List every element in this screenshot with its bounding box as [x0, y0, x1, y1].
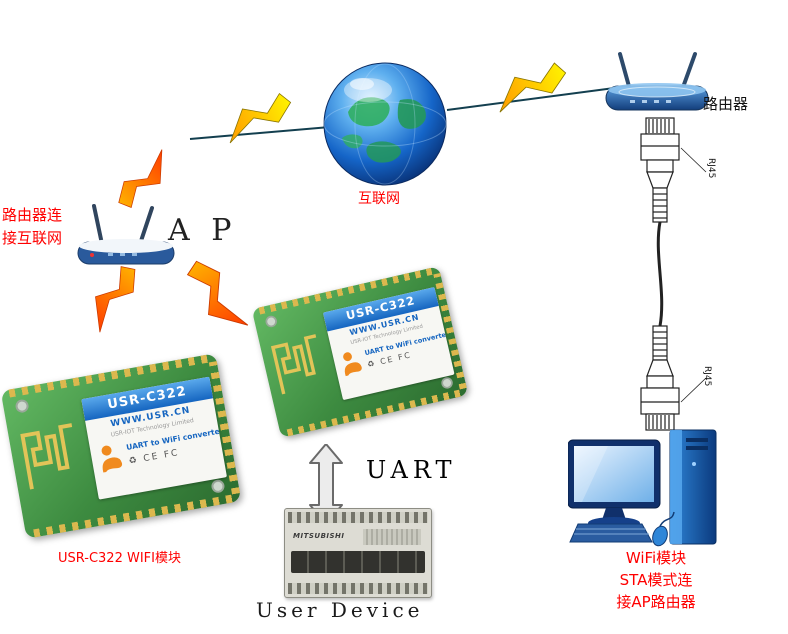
- module-pcb: USR-C322 WWW.USR.CN USR-IOT Technology L…: [0, 353, 242, 539]
- plc-vents: [363, 529, 421, 545]
- pcb-hole: [210, 478, 226, 494]
- module-caption: USR-C322 WIFI模块: [58, 551, 181, 566]
- pc-note-line1: WiFi模块: [625, 549, 687, 567]
- link-line-globe-router: [446, 86, 623, 111]
- uart-arrow-icon: [306, 444, 346, 524]
- router-icon: [600, 46, 715, 118]
- router-label: 路由器: [703, 95, 749, 113]
- module-pcb: USR-C322 WWW.USR.CN USR-IOT Technology L…: [251, 266, 469, 438]
- pcb-hole: [440, 376, 454, 390]
- plc-brand: MITSUBISHI: [293, 532, 345, 540]
- pc-note-line2: STA模式连: [619, 570, 693, 589]
- ap-note: 路由器连 接互联网: [2, 204, 72, 249]
- pcb-castellation-bottom: [33, 494, 234, 538]
- internet-label: 互联网: [358, 191, 400, 207]
- computer-icon: [568, 424, 733, 554]
- pcb-hole: [264, 314, 279, 329]
- internet-globe-icon: [320, 60, 450, 190]
- link-line-globe-left: [189, 126, 331, 140]
- ap-note-line1: 路由器连: [2, 206, 63, 224]
- module-label: USR-C322 WWW.USR.CN USR-IOT Technology L…: [322, 286, 455, 401]
- wifi-module-2: USR-C322 WWW.USR.CN USR-IOT Technology L…: [251, 266, 469, 438]
- user-device-plc-icon: MITSUBISHI: [284, 508, 432, 598]
- pcb-castellation-bottom: [286, 389, 462, 437]
- wifi-module-1: USR-C322 WWW.USR.CN USR-IOT Technology L…: [0, 353, 242, 539]
- rj45-label-bottom: RJ45: [702, 366, 712, 387]
- mascot-icon: [101, 445, 123, 473]
- mascot-icon: [343, 352, 362, 377]
- pcb-hole: [14, 398, 30, 414]
- module-label: USR-C322 WWW.USR.CN USR-IOT Technology L…: [81, 376, 228, 500]
- plc-body: MITSUBISHI: [284, 508, 432, 598]
- module-label-row: UART to WiFi converter ♻ CE FC: [89, 420, 224, 476]
- pcb-antenna-icon: [270, 334, 317, 395]
- user-device-label: User Device: [256, 598, 424, 622]
- pc-note-line3: 接AP路由器: [616, 592, 696, 611]
- pc-note: WiFi模块 STA模式连 接AP路由器: [592, 548, 720, 613]
- ethernet-cable-icon: [626, 112, 736, 442]
- lightning-bolt-right-icon: [499, 62, 567, 113]
- plc-terminal-strip-top: [288, 512, 428, 523]
- pcb-antenna-icon: [20, 423, 73, 490]
- module-label-row: UART to WiFi converter ♻ CE FC: [332, 325, 450, 380]
- lightning-bolt-left-icon: [229, 92, 292, 144]
- uart-label: UART: [366, 456, 457, 484]
- lightning-bolt-ap-down-right-icon: [186, 260, 249, 326]
- ap-note-line2: 接互联网: [2, 228, 63, 247]
- rj45-label-top: RJ45: [706, 158, 716, 179]
- plc-terminal-strip-bottom: [288, 583, 428, 594]
- ap-label: A P: [168, 213, 238, 248]
- ap-router-icon: [76, 196, 181, 274]
- plc-io-slots: [291, 551, 425, 573]
